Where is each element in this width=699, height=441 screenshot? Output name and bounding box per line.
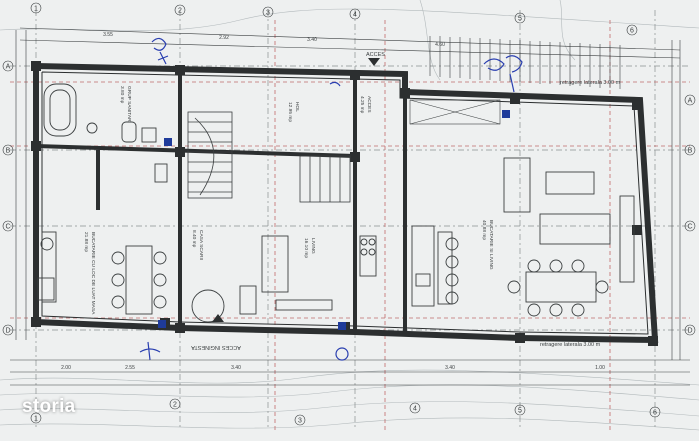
pen-annotations <box>139 37 523 361</box>
blue-marker <box>158 320 166 328</box>
entrance-top-arrow-icon <box>368 58 380 66</box>
room-name-1: BUCATARIE SI LIVING <box>488 220 494 270</box>
axis-label-top-2: 2 <box>178 8 182 15</box>
exterior-walls <box>33 63 659 344</box>
axis-label-bottom-4: 4 <box>413 406 417 413</box>
blue-marker <box>164 138 172 146</box>
terrace-hatch <box>409 36 621 125</box>
axis-label-bottom-3: 3 <box>298 418 302 425</box>
entrance-bottom-label: ACCES INGINESTA <box>191 344 241 350</box>
staircase <box>187 111 351 203</box>
dim-bottom-2: 2.55 <box>125 365 135 371</box>
blue-marker <box>502 110 510 118</box>
setback-bottom-label: retragere laterala 3.00 m <box>540 342 601 348</box>
axis-label-left-a: A <box>6 64 11 71</box>
dim-bottom-3: 3.40 <box>231 365 241 371</box>
axis-label-top-5: 5 <box>518 16 522 23</box>
dim-top-3: 3.40 <box>307 37 317 43</box>
bathroom-fixtures <box>43 83 168 183</box>
room-area-5: 8.40 mp <box>191 230 197 248</box>
kitchen-right <box>411 225 459 307</box>
dim-bottom-4: 3.40 <box>445 365 455 371</box>
dim-bottom-5: 1.00 <box>595 365 605 371</box>
dimension-texts-top: 3.55 2.92 3.40 4.60 <box>103 32 445 48</box>
axis-label-right-c: C <box>687 224 692 231</box>
room-name-5: CASA SCARII <box>198 230 204 260</box>
interior-walls <box>35 66 407 334</box>
axis-labels-top: 1 2 3 4 5 6 <box>30 2 638 36</box>
axis-label-right-a: A <box>688 98 693 105</box>
living-room <box>503 157 635 317</box>
blue-marker <box>338 322 346 330</box>
room-area-4: 3.80 mp <box>119 86 125 104</box>
axis-label-bottom-1: 1 <box>34 416 38 423</box>
axis-label-bottom-6: 6 <box>653 410 657 417</box>
room-name-0: BUCATARIE CU LOC DE LUAT MASA <box>90 232 96 315</box>
dim-top-1: 3.55 <box>103 32 113 38</box>
room-area-3: 12.95 mp <box>287 102 293 122</box>
entrance-top-label: ACCES <box>366 52 385 58</box>
room-area-1: 40.88 mp <box>481 220 487 240</box>
axis-label-top-4: 4 <box>353 12 357 19</box>
dim-top-2: 2.92 <box>219 35 229 41</box>
room-area-6: 4.25 mp <box>359 96 365 114</box>
dimension-texts-bottom: 2.00 2.55 3.40 3.40 1.00 <box>61 365 605 371</box>
room-name-4: GRUP SANITAR <box>126 86 132 122</box>
room-name-6: ACCES <box>366 96 372 113</box>
room-labels: BUCATARIE CU LOC DE LUAT MASA 21.88 mp B… <box>83 86 494 315</box>
axis-label-left-b: B <box>6 148 11 155</box>
axis-labels-right: A B C D <box>684 94 696 336</box>
kitchen-center <box>191 235 377 323</box>
axis-labels-bottom: 1 2 3 4 5 6 <box>30 398 661 426</box>
axis-label-right-d: D <box>687 328 692 335</box>
site-contours <box>0 0 699 431</box>
axis-label-top-3: 3 <box>266 10 270 17</box>
axis-label-bottom-2: 2 <box>173 402 177 409</box>
axis-label-left-d: D <box>5 328 10 335</box>
axis-label-right-b: B <box>688 148 693 155</box>
dim-bottom-1: 2.00 <box>61 365 71 371</box>
axis-label-left-c: C <box>5 224 10 231</box>
entrance-markers <box>212 58 380 322</box>
storia-logo: storia <box>22 396 76 417</box>
dimension-lines <box>10 27 690 386</box>
axis-labels-left: A B C D <box>2 60 14 336</box>
room-area-2: 16.10 mp <box>303 238 309 258</box>
axis-label-top-6: 6 <box>630 28 634 35</box>
room-area-0: 21.88 mp <box>83 232 89 252</box>
dim-top-4: 4.60 <box>435 42 445 48</box>
room-name-2: LIVING <box>310 238 316 254</box>
dining-left <box>37 231 167 315</box>
entrance-bottom-arrow-icon <box>212 314 224 322</box>
setback-top-label: retragere laterala 3.00 m <box>560 80 621 86</box>
axis-label-bottom-5: 5 <box>518 408 522 415</box>
room-name-3: HOL <box>294 102 300 112</box>
axis-label-top-1: 1 <box>34 6 38 13</box>
